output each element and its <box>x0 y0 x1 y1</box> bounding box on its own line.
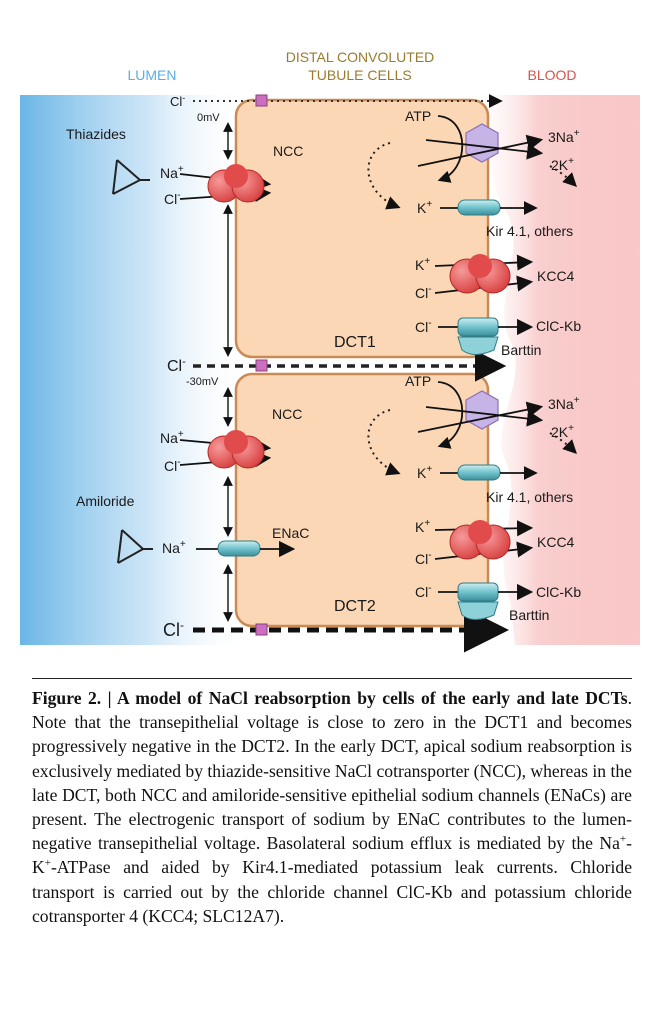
amiloride-inhibitor <box>117 529 153 564</box>
dct2-na-k-atpase <box>367 381 577 476</box>
dct2-3na-label: 3Na+ <box>548 395 580 412</box>
dct1-ncc-na: Na+ <box>160 164 184 181</box>
dct1-atp-label: ATP <box>405 108 431 124</box>
caption-figure-label: Figure 2. <box>32 688 102 708</box>
thiazides-inhibitor <box>112 159 150 195</box>
dct2-enac-na: Na+ <box>162 539 186 556</box>
voltage-top-label: 0mV <box>197 112 220 124</box>
dct1-kir-label: Kir 4.1, others <box>486 223 573 239</box>
dct2-kcc4-transporter <box>434 520 534 560</box>
dct2-kcc4-cl: Cl- <box>415 550 432 567</box>
dct1-kcc4-label: KCC4 <box>537 268 575 284</box>
dct2-2k-label: 2K+ <box>551 423 574 440</box>
caption-sup1: + <box>619 833 627 846</box>
svg-text:Cl-: Cl- <box>170 93 185 109</box>
dct2-cell-label: DCT2 <box>334 598 376 615</box>
caption-sup2: + <box>44 857 51 870</box>
dct1-kcc4-cl: Cl- <box>415 284 432 301</box>
caption-text-part2: -ATPase and aided by Kir4.1-mediated pot… <box>32 857 632 926</box>
dct1-barttin-label: Barttin <box>501 342 541 358</box>
paracellular-cl-top: Cl- <box>170 93 503 109</box>
dct-nacl-diagram: LUMEN DISTAL CONVOLUTED TUBULE CELLS BLO… <box>20 49 640 653</box>
paracellular-cl-middle: Cl- <box>167 350 507 382</box>
dct1-ncc-label: NCC <box>273 143 303 159</box>
figure-caption: Figure 2. | A model of NaCl reabsorption… <box>32 686 632 928</box>
blood-field <box>470 95 640 645</box>
dct2-kcc4-label: KCC4 <box>537 534 575 550</box>
amiloride-label: Amiloride <box>76 493 135 509</box>
dct1-ncc-cl: Cl- <box>164 190 181 207</box>
dct1-cell <box>234 98 490 359</box>
caption-separator: | <box>101 688 118 708</box>
dct1-kcc4-transporter <box>434 254 534 294</box>
dct1-ncc-transporter <box>179 164 272 203</box>
voltage-middle-label: -30mV <box>186 376 219 388</box>
tight-junction-bottom <box>255 623 268 636</box>
dct1-na-k-atpase <box>367 115 577 210</box>
caption-title: A model of NaCl reabsorption by cells of… <box>117 688 628 708</box>
dct1-clc-cl: Cl- <box>415 318 432 335</box>
dct2-clc-kb-channel <box>438 582 534 620</box>
paracellular-cl-bottom: Cl- <box>163 607 509 653</box>
dct1-kir-k: K+ <box>417 199 432 216</box>
dct2-kir-label: Kir 4.1, others <box>486 489 573 505</box>
svg-text:Cl-: Cl- <box>163 618 184 640</box>
dct2-kir-channel <box>440 464 538 481</box>
dct2-enac-channel <box>196 540 296 558</box>
caption-dash-k: -K <box>32 833 632 878</box>
dct1-3na-label: 3Na+ <box>548 128 580 145</box>
dct1-clc-label: ClC-Kb <box>536 318 581 334</box>
dct1-cell-label: DCT1 <box>334 334 376 351</box>
dct2-ncc-na: Na+ <box>160 429 184 446</box>
dct2-ncc-label: NCC <box>272 406 302 422</box>
dct2-clc-cl: Cl- <box>415 583 432 600</box>
dct1-kcc4-k: K+ <box>415 256 430 273</box>
caption-rule <box>32 678 632 679</box>
dct2-kcc4-k: K+ <box>415 518 430 535</box>
dct2-kir-k: K+ <box>417 464 432 481</box>
thiazides-label: Thiazides <box>66 126 126 142</box>
dct1-clc-kb-channel <box>438 317 534 355</box>
dct2-barttin-label: Barttin <box>509 607 549 623</box>
cells-heading-line1: DISTAL CONVOLUTED <box>286 49 435 65</box>
tight-junction-top <box>255 94 268 107</box>
blood-heading: BLOOD <box>527 67 576 83</box>
cells-heading-line2: TUBULE CELLS <box>308 67 411 83</box>
dct2-atp-label: ATP <box>405 373 431 389</box>
svg-text:Cl-: Cl- <box>167 356 186 375</box>
dct2-cell <box>234 372 490 628</box>
dct1-kir-channel <box>440 199 538 216</box>
dct2-clc-label: ClC-Kb <box>536 584 581 600</box>
dct1-2k-label: 2K+ <box>551 156 574 173</box>
tight-junction-middle <box>255 359 268 372</box>
caption-text-part1: . Note that the transepithelial voltage … <box>32 688 633 854</box>
dct2-enac-label: ENaC <box>272 525 309 541</box>
dct2-ncc-transporter <box>179 430 272 469</box>
dct2-ncc-cl: Cl- <box>164 457 181 474</box>
lumen-heading: LUMEN <box>127 67 176 83</box>
